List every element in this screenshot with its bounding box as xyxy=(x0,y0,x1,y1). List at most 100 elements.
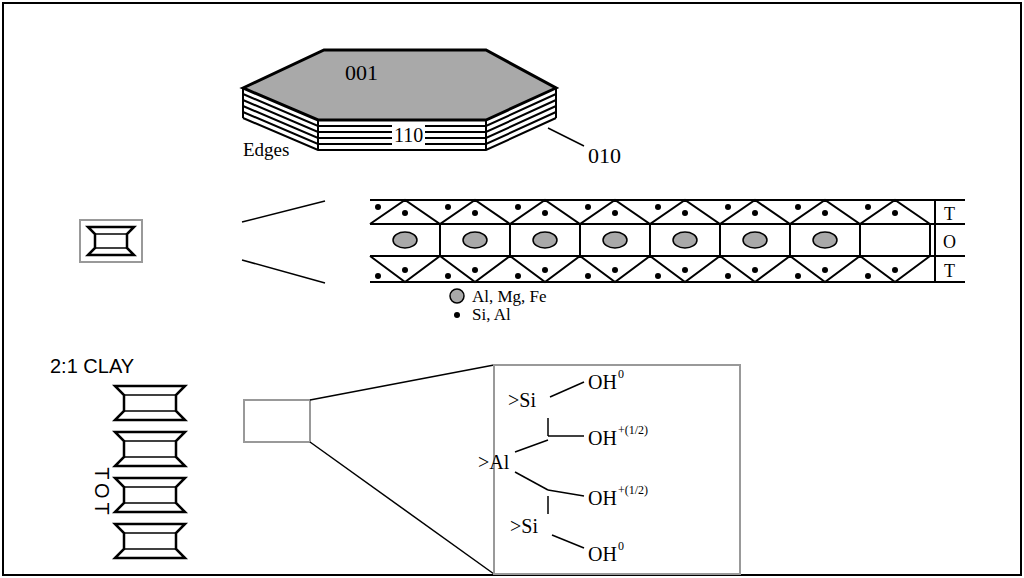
tetrahedral-site xyxy=(515,273,521,279)
charge: +(1/2) xyxy=(618,424,648,436)
part-name: Edges xyxy=(243,140,289,159)
tot-symbol xyxy=(88,227,134,255)
stroke xyxy=(439,224,441,256)
tetrahedral-site xyxy=(655,273,661,279)
tetrahedral-site xyxy=(892,210,898,216)
stroke xyxy=(242,88,244,118)
tetrahedral-sheet xyxy=(370,200,930,224)
tot-symbol xyxy=(115,432,185,466)
stroke xyxy=(370,223,965,225)
zoom-line xyxy=(242,260,325,283)
edge-site-panel xyxy=(494,365,740,574)
stroke xyxy=(124,456,176,458)
tetrahedral-site xyxy=(585,204,591,210)
stroke xyxy=(370,255,965,257)
tetrahedral-site xyxy=(612,210,618,216)
face-index: 001 xyxy=(345,62,378,84)
zoom-line xyxy=(242,201,325,222)
atom-label: >Si xyxy=(508,390,536,410)
tetrahedral-site xyxy=(472,210,478,216)
tetrahedral-site xyxy=(612,267,618,273)
stroke xyxy=(95,233,127,235)
stroke xyxy=(509,224,511,256)
site-label: OH xyxy=(588,488,617,508)
atom-label: >Al xyxy=(478,452,509,472)
stroke xyxy=(124,394,176,396)
leader-line xyxy=(548,128,584,146)
stroke xyxy=(124,548,176,550)
tetrahedral-site xyxy=(752,267,758,273)
octahedral-site xyxy=(603,232,627,248)
layer-name: TOT xyxy=(92,467,112,519)
basal-face xyxy=(243,50,556,120)
octahedral-site xyxy=(673,232,697,248)
face-index: 010 xyxy=(588,145,621,167)
stroke xyxy=(649,224,651,256)
octahedral-site xyxy=(533,232,557,248)
stroke xyxy=(370,281,965,283)
site-label: OH xyxy=(588,544,617,564)
tetrahedral-site xyxy=(375,273,381,279)
stroke xyxy=(124,532,176,534)
frame xyxy=(3,3,1021,575)
tetrahedral-site xyxy=(725,273,731,279)
stroke xyxy=(859,224,861,256)
stroke xyxy=(317,120,319,150)
octahedral-site xyxy=(463,232,487,248)
tetrahedral-site xyxy=(795,204,801,210)
tetrahedral-site xyxy=(822,267,828,273)
tetrahedral-site xyxy=(682,210,688,216)
stroke xyxy=(370,199,965,201)
charge: +(1/2) xyxy=(618,484,648,496)
legend-octahedral-sample xyxy=(450,289,464,303)
inset-frame xyxy=(244,400,310,442)
tetrahedral-site xyxy=(515,204,521,210)
tetrahedral-site xyxy=(822,210,828,216)
inset-frame xyxy=(80,220,142,262)
legend-tetrahedral-sample xyxy=(454,312,460,318)
stroke xyxy=(124,502,176,504)
tetrahedral-site xyxy=(402,267,408,273)
tetrahedral-site xyxy=(375,204,381,210)
sheet-label: T xyxy=(944,205,955,223)
tetrahedral-site xyxy=(445,273,451,279)
stroke xyxy=(124,486,176,488)
site-label: OH xyxy=(588,372,617,392)
tetrahedral-site xyxy=(542,267,548,273)
stroke xyxy=(95,247,127,249)
legend-text: Al, Mg, Fe xyxy=(472,288,547,305)
stroke xyxy=(485,120,487,150)
atom-label: >Si xyxy=(510,516,538,536)
site-label: OH xyxy=(588,428,617,448)
tetrahedral-site xyxy=(865,273,871,279)
tetrahedral-site xyxy=(865,204,871,210)
tetrahedral-site xyxy=(542,210,548,216)
stroke xyxy=(719,224,721,256)
octahedral-site xyxy=(393,232,417,248)
legend-text: Si, Al xyxy=(472,306,511,323)
octahedral-site xyxy=(743,232,767,248)
zoom-line xyxy=(310,442,494,574)
stroke xyxy=(124,440,176,442)
tetrahedral-site xyxy=(402,210,408,216)
charge: 0 xyxy=(618,368,624,380)
charge: 0 xyxy=(618,540,624,552)
tot-symbol xyxy=(115,524,185,558)
sheet-label: O xyxy=(943,233,956,251)
tot-symbol xyxy=(115,478,185,512)
tetrahedral-site xyxy=(585,273,591,279)
structure-type: 2:1 CLAY xyxy=(50,356,134,376)
tot-layer xyxy=(370,200,965,282)
stroke xyxy=(555,88,557,118)
stroke xyxy=(124,410,176,412)
tetrahedral-site xyxy=(655,204,661,210)
tetrahedral-site xyxy=(472,267,478,273)
layer-icon xyxy=(88,227,134,255)
clay-stack xyxy=(115,386,185,558)
face-index: 110 xyxy=(392,125,425,145)
tetrahedral-sheet xyxy=(370,256,930,282)
tetrahedral-site xyxy=(795,273,801,279)
tetrahedral-site xyxy=(725,204,731,210)
stroke xyxy=(579,224,581,256)
tetrahedral-site xyxy=(752,210,758,216)
